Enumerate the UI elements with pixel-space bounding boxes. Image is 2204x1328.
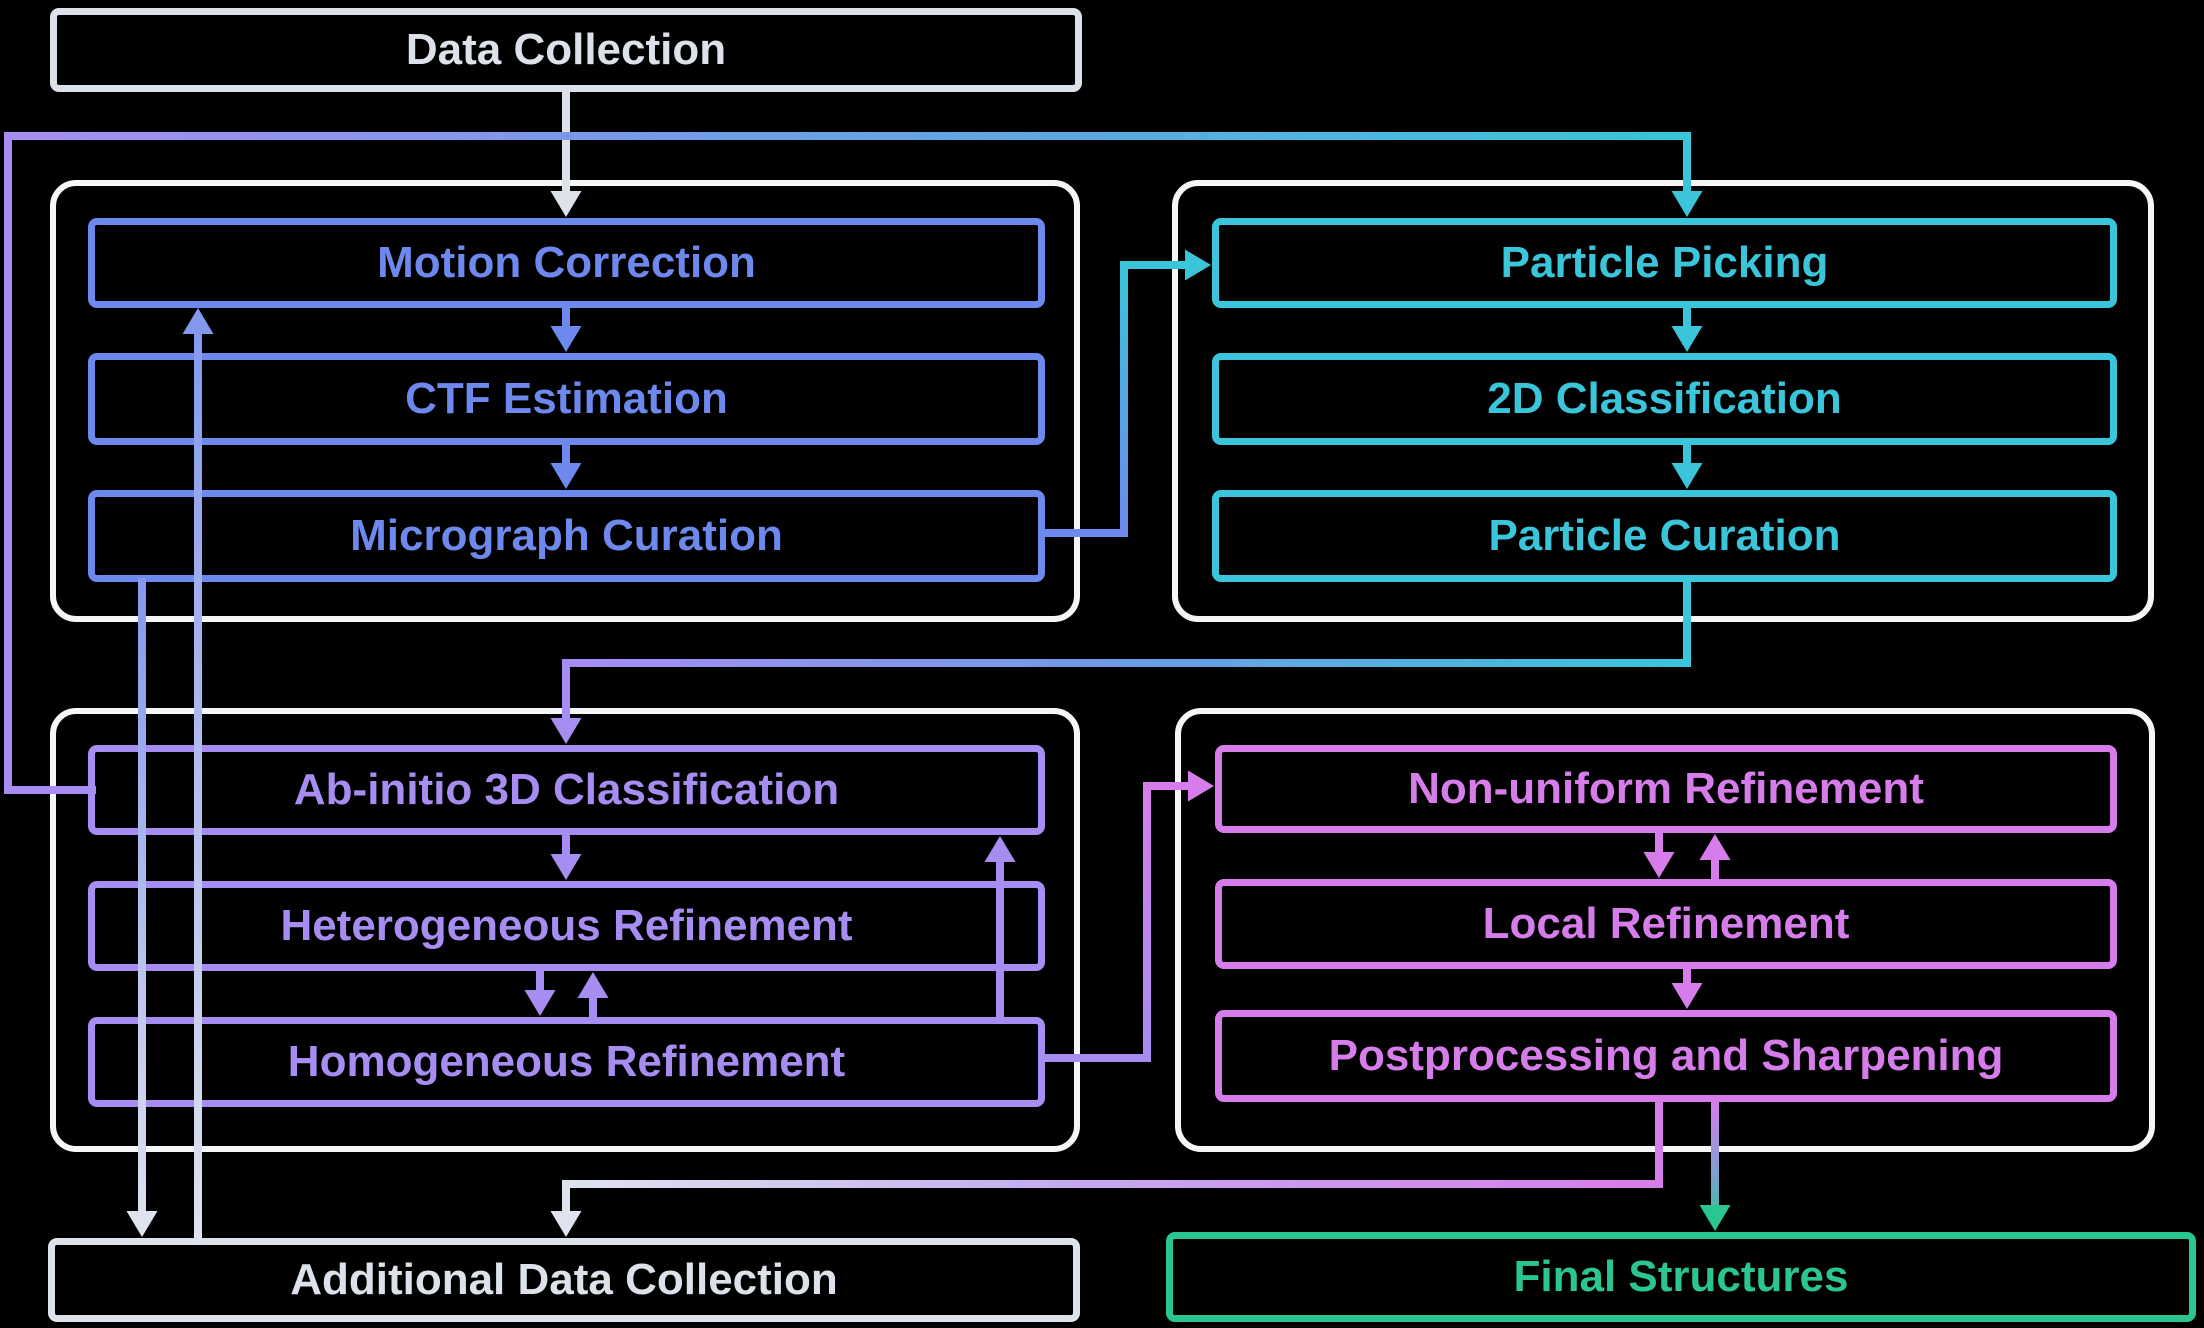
node-final-structures: Final Structures xyxy=(1166,1232,2196,1322)
node-label: Additional Data Collection xyxy=(290,1255,838,1304)
node-label: Micrograph Curation xyxy=(350,511,783,560)
node-heterogeneous-refinement: Heterogeneous Refinement xyxy=(88,881,1045,971)
node-micrograph-curation: Micrograph Curation xyxy=(88,490,1045,582)
node-particle-curation: Particle Curation xyxy=(1212,490,2117,582)
node-non-uniform-refinement: Non-uniform Refinement xyxy=(1215,745,2117,833)
arrowhead xyxy=(1699,1205,1731,1231)
node-label: Particle Picking xyxy=(1500,238,1829,287)
node-ctf-estimation: CTF Estimation xyxy=(88,353,1045,445)
node-label: Particle Curation xyxy=(1488,511,1841,560)
group-particle-processing xyxy=(1172,180,2154,622)
node-data-collection: Data Collection xyxy=(50,8,1082,92)
node-homogeneous-refinement: Homogeneous Refinement xyxy=(88,1017,1045,1107)
node-label: 2D Classification xyxy=(1487,374,1842,423)
arrowhead xyxy=(126,1211,158,1237)
node-label: Data Collection xyxy=(405,25,727,74)
node-label: Postprocessing and Sharpening xyxy=(1328,1031,2004,1080)
node-label: Local Refinement xyxy=(1482,899,1850,948)
node-label: Non-uniform Refinement xyxy=(1408,764,1924,813)
node-label: Homogeneous Refinement xyxy=(287,1037,846,1086)
node-postprocessing-and-sharpening: Postprocessing and Sharpening xyxy=(1215,1010,2117,1102)
node-additional-data-collection: Additional Data Collection xyxy=(48,1238,1080,1322)
node-label: Ab-initio 3D Classification xyxy=(293,765,840,814)
node-label: Heterogeneous Refinement xyxy=(280,901,853,950)
node-local-refinement: Local Refinement xyxy=(1215,879,2117,969)
node-ab-initio-3d-classification: Ab-initio 3D Classification xyxy=(88,745,1045,835)
node-label: CTF Estimation xyxy=(405,374,728,423)
node-label: Final Structures xyxy=(1513,1252,1849,1301)
node-label: Motion Correction xyxy=(377,238,756,287)
node-2d-classification: 2D Classification xyxy=(1212,353,2117,445)
arrowhead xyxy=(550,1211,582,1237)
node-motion-correction: Motion Correction xyxy=(88,218,1045,308)
group-refinement xyxy=(1175,708,2155,1152)
node-particle-picking: Particle Picking xyxy=(1212,218,2117,308)
